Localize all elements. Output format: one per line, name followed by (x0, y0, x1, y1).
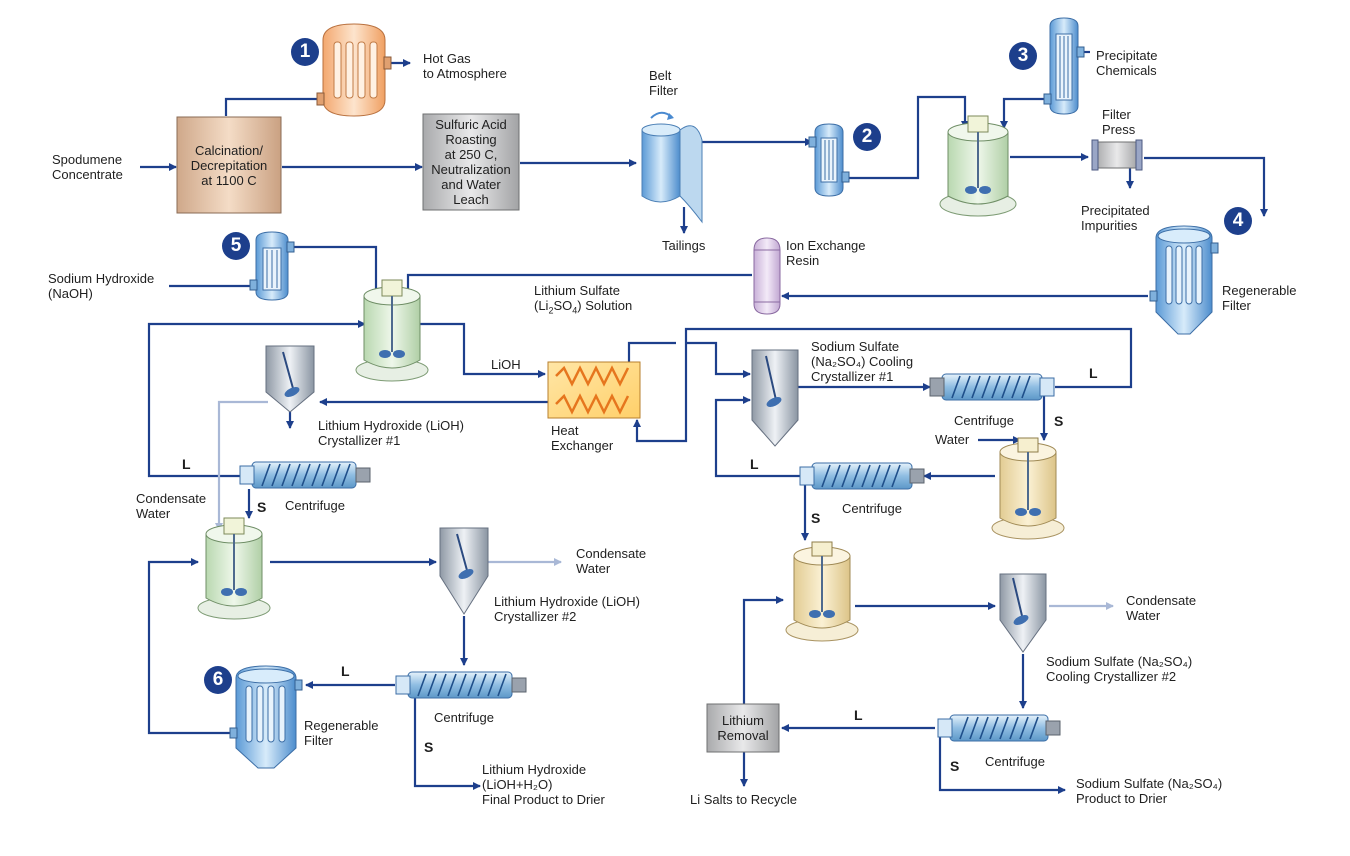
regenerable-filter-4 (1149, 225, 1219, 335)
step-badge-1: 1 (291, 38, 319, 66)
stream-tag-s: S (1054, 413, 1064, 429)
centrifuge-b-label: Centrifuge (434, 710, 494, 725)
condensate-water-a-label: Condensate Water (136, 491, 207, 521)
precipitation-tank (939, 115, 1017, 217)
condensate-water-c-label: Condensate Water (1126, 593, 1197, 623)
spodumene-label: Spodumene Concentrate (52, 152, 123, 182)
flow-lines (140, 50, 1268, 794)
step-badge-2: 2 (853, 123, 881, 151)
filter-press-label: Filter Press (1102, 107, 1136, 137)
gas-filter-1 (316, 23, 392, 117)
roasting-leach-tank (422, 113, 520, 211)
redissolution-tank (197, 517, 271, 620)
cartridge-filter-2 (808, 123, 850, 197)
calcination-label: Calcination/ Decrepitation at 1100 C (190, 142, 268, 188)
belt-filter-label: Belt Filter (649, 68, 678, 98)
precipitated-impurities-label: Precipitated Impurities (1081, 203, 1150, 233)
step-badge-5: 5 (222, 232, 250, 260)
stream-tag-l: L (182, 456, 191, 472)
filter-press (1091, 139, 1143, 171)
lioh-crystallizer-1 (265, 345, 315, 413)
precipitate-chemicals-label: Precipitate Chemicals (1096, 48, 1158, 78)
stream-tag-l: L (341, 663, 350, 679)
tailings-label: Tailings (662, 238, 706, 253)
centrifuge-b (395, 671, 527, 699)
cartridge-filter-5 (249, 231, 295, 301)
lioh-stream-label: LiOH (491, 357, 521, 372)
na2so4-crystallizer-1 (751, 349, 799, 447)
hot-gas-label: Hot Gas to Atmosphere (423, 51, 507, 81)
condensate-water-b-label: Condensate Water (576, 546, 647, 576)
cartridge-filter-3 (1043, 17, 1085, 115)
roasting-label: Sulfuric Acid Roasting at 250 C, Neutral… (431, 117, 511, 207)
step-badge-3: 3 (1009, 42, 1037, 70)
water-label: Water (935, 432, 970, 447)
condensate-lines (215, 400, 1114, 610)
step-badge-4: 4 (1224, 207, 1252, 235)
li-salts-label: Li Salts to Recycle (690, 792, 797, 807)
stream-tag-s: S (424, 739, 434, 755)
stream-tag-s: S (257, 499, 267, 515)
lioh-crystallizer-2-label: Lithium Hydroxide (LiOH) Crystallizer #2 (494, 594, 640, 624)
centrifuge-e-label: Centrifuge (985, 754, 1045, 769)
conversion-tank (355, 279, 429, 382)
lioh-product-label: Lithium Hydroxide (LiOH+H₂O) Final Produ… (482, 762, 605, 807)
centrifuge-d-label: Centrifuge (842, 501, 902, 516)
lioh-crystallizer-2 (439, 527, 489, 615)
heat-exchanger-label: Heat Exchanger (551, 423, 614, 453)
centrifuge-c-label: Centrifuge (954, 413, 1014, 428)
na2so4-crystallizer-2 (999, 573, 1047, 653)
stream-tag-s: S (950, 758, 960, 774)
lithium-removal-label: Lithium Removal (717, 713, 769, 743)
lioh-crystallizer-1-label: Lithium Hydroxide (LiOH) Crystallizer #1 (318, 418, 464, 448)
wash-tank (991, 437, 1065, 540)
centrifuge-a (239, 461, 371, 489)
lithium-removal-unit (706, 703, 780, 753)
centrifuge-a-label: Centrifuge (285, 498, 345, 513)
na2so4-product-label: Sodium Sulfate (Na₂SO₄) Product to Drier (1076, 776, 1223, 806)
centrifuge-c (929, 373, 1055, 401)
stream-tag-s: S (811, 510, 821, 526)
regenerable-filter-bottom-label: Regenerable Filter (304, 718, 379, 748)
stream-tag-l: L (854, 707, 863, 723)
heat-exchanger (547, 361, 641, 419)
calcination-kiln (176, 116, 282, 214)
stream-tag-l: L (1089, 365, 1098, 381)
step-badge-6: 6 (204, 666, 232, 694)
naoh-label: Sodium Hydroxide (NaOH) (48, 271, 155, 301)
regenerable-filter-6 (229, 665, 303, 769)
centrifuge-d (799, 462, 925, 490)
stream-tag-l: L (750, 456, 759, 472)
na2so4-crystallizer-2-label: Sodium Sulfate (Na₂SO₄) Cooling Crystall… (1046, 654, 1193, 684)
regenerable-filter-top-label: Regenerable Filter (1222, 283, 1297, 313)
ion-exchange-column (753, 237, 781, 315)
lithium-sulfate-label: Lithium Sulfate(Li2SO4) Solution (534, 283, 633, 316)
dissolution-tank (785, 541, 859, 642)
ion-exchange-label: Ion Exchange Resin (786, 238, 866, 268)
belt-filter (641, 111, 703, 224)
centrifuge-e (937, 714, 1061, 742)
